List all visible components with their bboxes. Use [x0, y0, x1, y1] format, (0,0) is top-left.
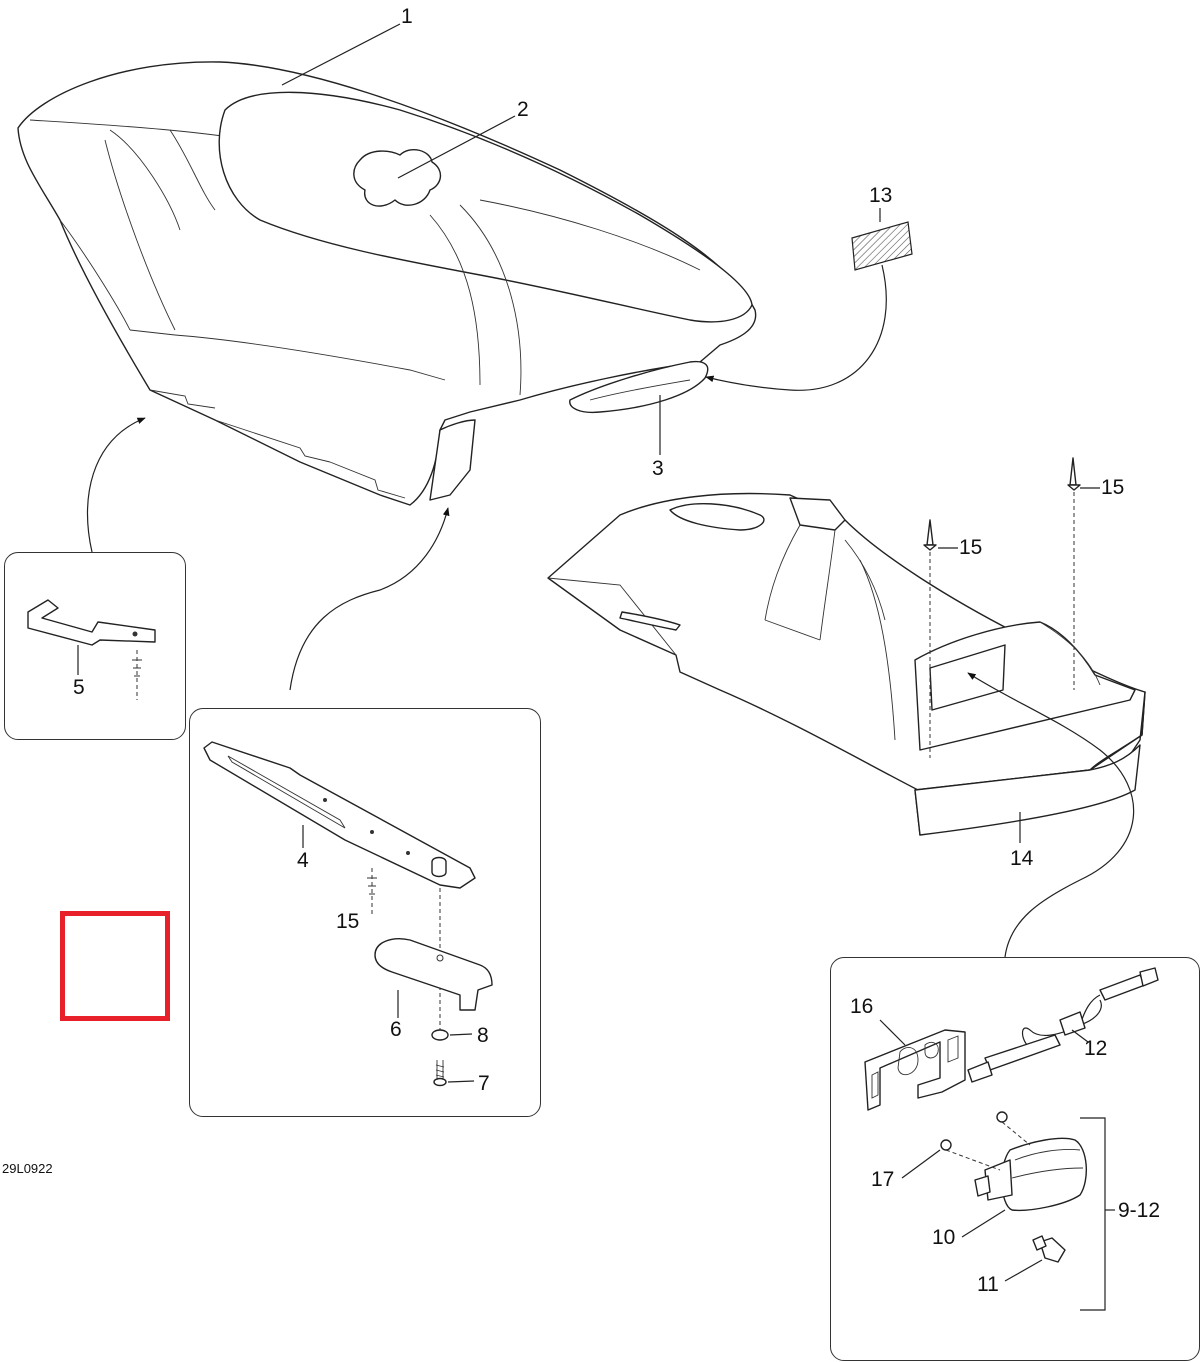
push-rivets-part-15: [923, 457, 1081, 758]
bracket-part-16: [864, 1029, 966, 1111]
nut-part-17a: [996, 1111, 1008, 1123]
reflector-part: [851, 221, 913, 271]
bulb-part-11: [1032, 1235, 1066, 1263]
callout-6: 6: [390, 1018, 402, 1041]
bracket-part-5: [27, 599, 156, 700]
callout-4: 4: [297, 849, 309, 872]
callout-11: 11: [977, 1273, 999, 1296]
callout-9-12: 9-12: [1118, 1199, 1161, 1222]
assembly-arrows: [86, 264, 1135, 958]
storage-tray-part: [547, 492, 1146, 836]
callout-16: 16: [850, 995, 874, 1018]
callout-5: 5: [73, 676, 85, 699]
tail-light-part-10: [945, 1121, 1088, 1212]
callout-12: 12: [1084, 1037, 1108, 1060]
leader-lines: [77, 23, 1115, 1311]
drawing-code: 29L0922: [2, 1161, 53, 1176]
cover-part-6: [374, 938, 493, 1011]
callout-15: 15: [336, 910, 360, 933]
callout-10: 10: [932, 1226, 956, 1249]
callout-8: 8: [477, 1024, 489, 1047]
plate-part-4: [203, 741, 476, 1030]
callout-2: 2: [517, 98, 529, 121]
highlight-marker[interactable]: [60, 911, 170, 1021]
callout-7: 7: [478, 1072, 490, 1095]
wiring-harness-part-12: [967, 967, 1159, 1083]
callout-3: 3: [652, 457, 664, 480]
callout-14: 14: [1010, 847, 1034, 870]
callout-17: 17: [871, 1168, 895, 1191]
washer-part-8: [431, 1029, 449, 1041]
nut-part-17b: [940, 1139, 952, 1151]
callout-13: 13: [869, 184, 893, 207]
callout-15: 15: [1101, 476, 1125, 499]
screw-part-7: [433, 1060, 447, 1087]
callout-1: 1: [401, 5, 413, 28]
detail-box-part-5: [4, 552, 186, 740]
callout-15: 15: [959, 536, 983, 559]
seat-part: [17, 61, 757, 506]
